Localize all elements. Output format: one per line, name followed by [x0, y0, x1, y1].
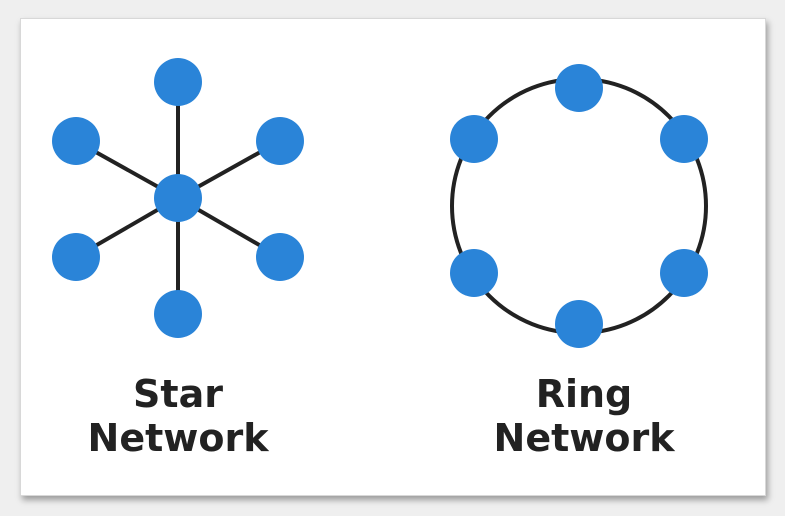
- star-node-bottom: [154, 290, 202, 338]
- star-hub-node: [154, 174, 202, 222]
- star-label-line2: Network: [87, 416, 269, 460]
- ring-label-line1: Ring: [535, 372, 633, 416]
- star-label-line1: Star: [133, 372, 223, 416]
- ring-network-label: Ring Network: [454, 372, 714, 460]
- star-node-upper-right: [256, 117, 304, 165]
- star-network-label: Star Network: [48, 372, 308, 460]
- star-node-top: [154, 58, 202, 106]
- ring-node-upper-right: [660, 115, 708, 163]
- ring-label-line2: Network: [493, 416, 675, 460]
- ring-nodes: [450, 64, 708, 348]
- ring-node-upper-left: [450, 115, 498, 163]
- ring-network: [450, 64, 708, 348]
- ring-node-bottom: [555, 300, 603, 348]
- star-node-upper-left: [52, 117, 100, 165]
- star-node-lower-right: [256, 233, 304, 281]
- ring-node-lower-left: [450, 249, 498, 297]
- star-node-lower-left: [52, 233, 100, 281]
- star-network: [52, 58, 304, 338]
- ring-link: [450, 77, 708, 335]
- ring-node-top: [555, 64, 603, 112]
- ring-node-lower-right: [660, 249, 708, 297]
- star-nodes: [52, 58, 304, 338]
